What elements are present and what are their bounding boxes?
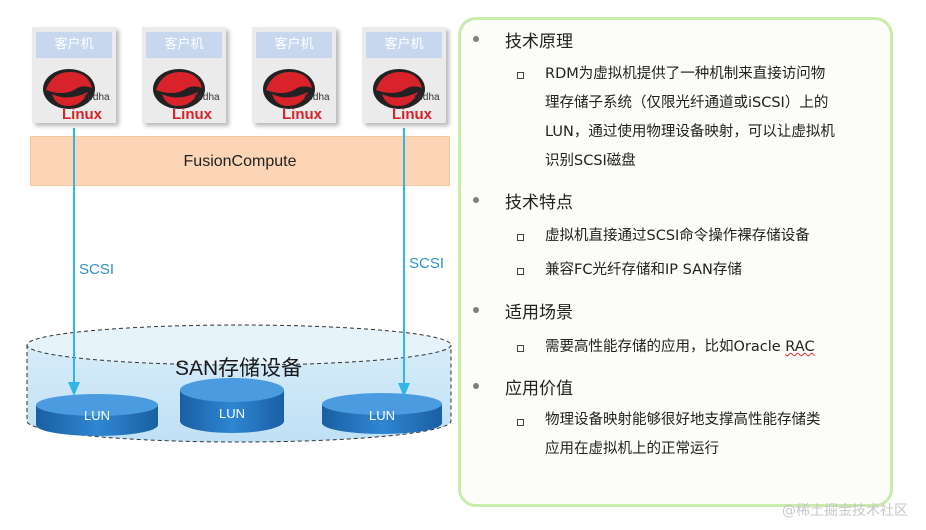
scsi-label-right: SCSI [409, 255, 445, 272]
description-panel [458, 17, 893, 507]
bullet-dot-icon [473, 197, 479, 203]
lun-disk-2 [180, 378, 284, 433]
lun-disk-3 [322, 393, 442, 434]
feature-item-1: 虚拟机直接通过SCSI命令操作裸存储设备 [545, 228, 810, 244]
bullet-dot-icon [473, 307, 479, 313]
redhat-linux-logo-icon: redhat Linux [263, 69, 330, 122]
bullet-square-icon [517, 268, 524, 275]
bullet-square-icon [517, 419, 524, 426]
feature-item-2: 兼容FC光纤存储和IP SAN存储 [545, 262, 742, 278]
principle-line-1: RDM为虚拟机提供了一种机制来直接访问物 [545, 66, 826, 82]
section-title-features: 技术特点 [505, 193, 573, 213]
value-line-1: 物理设备映射能够很好地支撑高性能存储类 [545, 412, 821, 428]
vm-box-3: 客户机 redhat Linux [252, 27, 336, 123]
svg-text:Linux: Linux [282, 106, 323, 122]
bullet-dot-icon [473, 36, 479, 42]
vm-box-4: 客户机 redhat Linux [362, 27, 446, 123]
svg-text:Linux: Linux [172, 106, 213, 122]
principle-line-2: 理存储子系统（仅限光纤通道或iSCSI）上的 [545, 95, 829, 111]
redhat-linux-logo-icon: redhat Linux [43, 69, 110, 122]
principle-line-3: LUN，通过使用物理设备映射，可以让虚拟机 [545, 124, 835, 140]
vm-box-2: 客户机 redhat Linux [142, 27, 226, 123]
fusion-compute-label: FusionCompute [183, 153, 297, 170]
section-title-scenarios: 适用场景 [505, 303, 573, 323]
value-line-2: 应用在虚拟机上的正常运行 [545, 441, 719, 457]
svg-text:redhat: redhat [194, 92, 220, 103]
redhat-linux-logo-icon: redhat Linux [153, 69, 220, 122]
svg-text:redhat: redhat [84, 92, 110, 103]
lun-disk-1 [36, 394, 158, 436]
scenario-item-rac: RAC [785, 339, 815, 355]
principle-line-4: 识别SCSI磁盘 [545, 153, 636, 169]
vm-label: 客户机 [366, 32, 442, 58]
vm-box-1: 客户机 redhat Linux [32, 27, 116, 123]
section-title-principle: 技术原理 [505, 32, 573, 52]
lun-label: LUN [218, 406, 245, 421]
vm-label: 客户机 [36, 32, 112, 58]
svg-text:redhat: redhat [414, 92, 440, 103]
bullet-dot-icon [473, 383, 479, 389]
scenario-item-1: 需要高性能存储的应用，比如Oracle RAC [545, 333, 815, 362]
scenario-item-text: 需要高性能存储的应用，比如Oracle [545, 339, 786, 355]
san-storage-title: SAN存储设备 [175, 357, 303, 380]
bullet-square-icon [517, 72, 524, 79]
scsi-label-left: SCSI [79, 261, 115, 278]
lun-label: LUN [83, 408, 110, 423]
bullet-square-icon [517, 234, 524, 241]
svg-text:Linux: Linux [392, 106, 433, 122]
svg-text:Linux: Linux [62, 106, 103, 122]
vm-label: 客户机 [256, 32, 332, 58]
svg-text:redhat: redhat [304, 92, 330, 103]
bullet-square-icon [517, 345, 524, 352]
redhat-linux-logo-icon: redhat Linux [373, 69, 440, 122]
lun-label: LUN [368, 408, 395, 423]
scsi-arrow-right [398, 128, 410, 397]
watermark: @稀土掘金技术社区 [782, 503, 908, 519]
section-title-value: 应用价值 [505, 379, 573, 399]
vm-label: 客户机 [146, 32, 222, 58]
fusion-compute-layer: FusionCompute [30, 136, 450, 186]
scsi-arrow-left [68, 128, 80, 396]
